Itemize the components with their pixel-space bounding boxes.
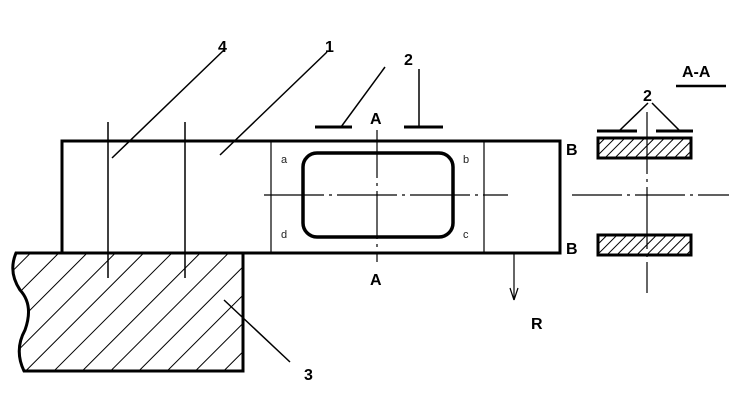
callout-1: 1	[325, 39, 334, 56]
section-mark-top: A	[370, 111, 382, 128]
section-top-plate	[596, 136, 693, 160]
section-callout-2: 2	[643, 88, 652, 105]
force-arrow-r	[509, 253, 519, 301]
callout-2: 2	[404, 52, 413, 69]
corner-label-b: b	[463, 154, 469, 166]
leader-3	[223, 299, 291, 363]
leader-4	[111, 49, 225, 159]
force-label: R	[531, 316, 543, 333]
strain-gauge-right	[404, 69, 443, 129]
corner-label-c: c	[463, 229, 469, 241]
side-mark-top: B	[566, 142, 578, 159]
section-bottom-plate	[596, 233, 693, 257]
callout-3: 3	[304, 367, 313, 384]
callout-4: 4	[218, 39, 227, 56]
section-title: A-A	[682, 64, 711, 81]
support-block	[11, 251, 245, 373]
section-mark-bottom: A	[370, 272, 382, 289]
strain-gauge-left	[315, 66, 386, 129]
side-mark-bottom: B	[566, 241, 578, 258]
section-view-a-a	[572, 84, 729, 293]
corner-label-d: d	[281, 229, 287, 241]
corner-label-a: a	[281, 154, 288, 166]
leader-1	[219, 51, 328, 156]
